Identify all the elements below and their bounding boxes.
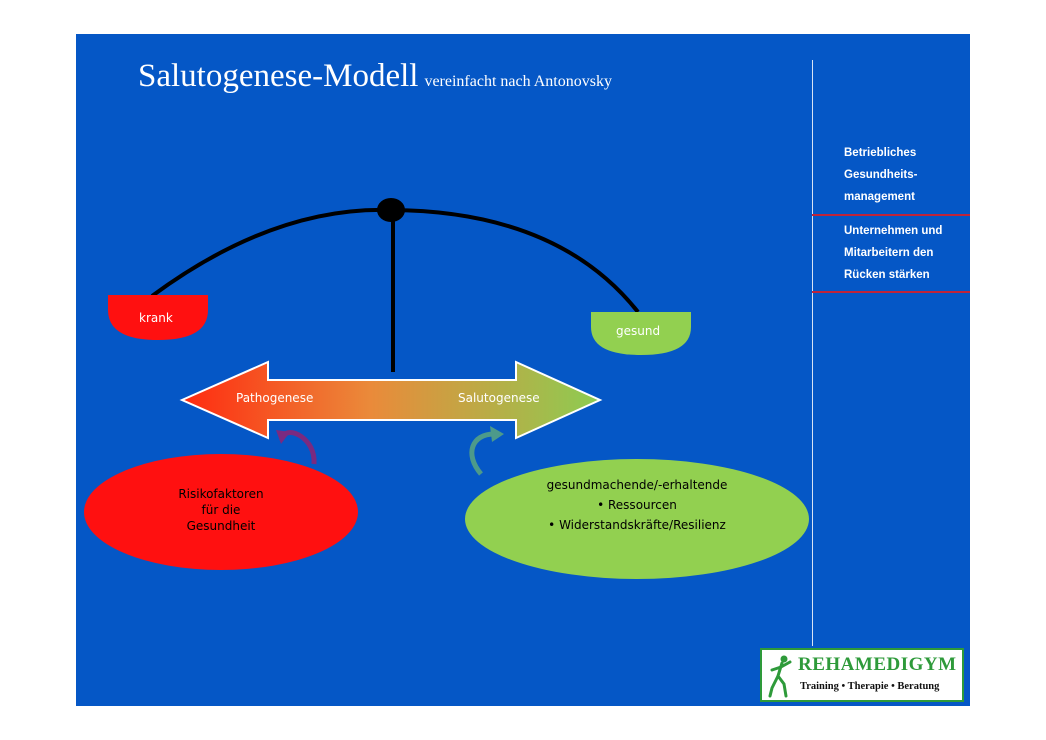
risk-factors-line: Gesundheit <box>187 519 256 533</box>
resources-ellipse <box>465 459 809 579</box>
resources-line: • Widerstandskräfte/Resilienz <box>548 518 726 532</box>
salutogenesis-diagram: krank gesund Pathogenese Salutogenese Ri… <box>84 198 809 579</box>
beam-left-arm <box>150 207 392 298</box>
sidebar-line: Rücken stärken <box>844 269 930 281</box>
sidebar-line: Unternehmen und <box>844 225 943 237</box>
title-subtitle: vereinfacht nach Antonovsky <box>424 73 612 90</box>
sidebar-line: Gesundheits- <box>844 169 918 181</box>
slide: Salutogenese-Modell vereinfacht nach Ant… <box>76 34 970 706</box>
rehamedigym-logo: REHAMEDIGYM Training • Therapie • Beratu… <box>760 648 964 702</box>
resource-curved-arrowhead <box>490 426 504 442</box>
sidebar-divider <box>812 291 970 293</box>
risk-curved-arrowhead <box>276 430 290 444</box>
resources-line: gesundmachende/-erhaltende <box>547 478 728 492</box>
athlete-figure-icon <box>768 655 792 698</box>
arrow-label-salutogenese: Salutogenese <box>458 391 540 405</box>
pan-gesund-label: gesund <box>616 324 660 338</box>
pan-gesund <box>591 312 691 355</box>
pan-krank-label: krank <box>139 311 173 325</box>
pathogenesis-salutogenesis-arrow <box>179 360 603 440</box>
risk-curved-arrow <box>281 430 317 465</box>
risk-factors-ellipse <box>84 454 358 570</box>
sidebar-line: management <box>844 191 915 203</box>
sidebar-divider <box>812 214 970 216</box>
sidebar-line: Betriebliches <box>844 147 917 159</box>
page-title: Salutogenese-Modell vereinfacht nach Ant… <box>138 58 612 95</box>
pan-krank <box>108 295 208 340</box>
pivot-point <box>377 198 405 222</box>
resources-line: • Ressourcen <box>597 498 677 512</box>
sidebar-line: Mitarbeitern den <box>844 247 934 259</box>
risk-factors-line: Risikofaktoren <box>178 487 263 501</box>
logo-tagline: Training • Therapie • Beratung <box>800 681 940 692</box>
title-main: Salutogenese-Modell <box>138 58 419 94</box>
sidebar-block-bgm: Betriebliches Gesundheits- management <box>844 142 917 208</box>
arrow-label-pathogenese: Pathogenese <box>236 391 313 405</box>
vertical-divider <box>812 60 813 646</box>
beam-right-arm <box>390 208 640 314</box>
risk-factors-line: für die <box>202 503 241 517</box>
sidebar-block-slogan: Unternehmen und Mitarbeitern den Rücken … <box>844 220 942 286</box>
logo-name: REHAMEDIGYM <box>798 654 957 675</box>
resource-curved-arrow <box>469 431 495 476</box>
